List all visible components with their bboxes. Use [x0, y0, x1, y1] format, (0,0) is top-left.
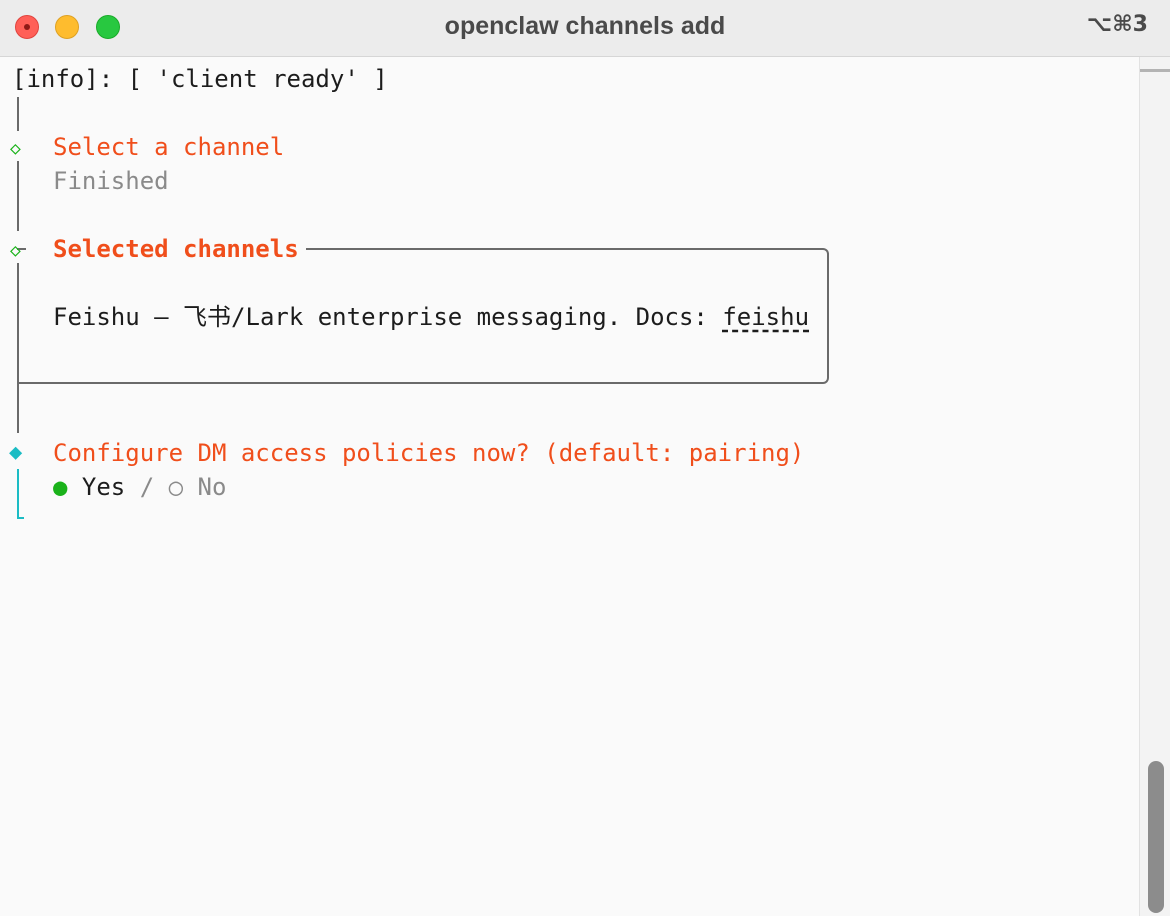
- channel-entry: Feishu — 飞书/Lark enterprise messaging. D…: [53, 300, 809, 334]
- scrollbar-thumb[interactable]: [1148, 761, 1164, 913]
- step-connector: [17, 161, 19, 231]
- vertical-scrollbar[interactable]: [1139, 57, 1170, 916]
- step-connector: [17, 263, 19, 433]
- scroll-indicator: [1140, 69, 1170, 72]
- step-connector: [17, 97, 19, 131]
- close-button[interactable]: [15, 15, 39, 39]
- step3-question: Configure DM access policies now? (defau…: [53, 439, 805, 467]
- minimize-button[interactable]: [55, 15, 79, 39]
- terminal-output[interactable]: [info]: [ 'client ready' ] ◇ Select a ch…: [0, 57, 1140, 916]
- title-bar: openclaw channels add ⌥⌘3: [0, 0, 1170, 57]
- option-no[interactable]: No: [197, 473, 227, 501]
- maximize-button[interactable]: [96, 15, 120, 39]
- active-step-end: [17, 517, 24, 519]
- active-step-connector: [17, 469, 19, 519]
- option-separator: /: [139, 473, 155, 501]
- radio-unselected-icon[interactable]: ○: [168, 473, 184, 501]
- step2-title: Selected channels: [53, 235, 299, 263]
- selected-channels-box: [17, 248, 829, 384]
- window-title: openclaw channels add: [444, 12, 726, 40]
- option-yes[interactable]: Yes: [81, 473, 126, 501]
- channel-entry-text: Feishu — 飞书/Lark enterprise messaging. D…: [53, 303, 723, 331]
- docs-link[interactable]: feishu: [722, 303, 810, 331]
- active-diamond-icon: ◆: [9, 440, 23, 465]
- radio-selected-icon[interactable]: ●: [53, 473, 68, 501]
- step1-status: Finished: [53, 167, 169, 195]
- info-line: [info]: [ 'client ready' ]: [12, 65, 388, 93]
- window-shortcut: ⌥⌘3: [1086, 12, 1148, 37]
- done-diamond-icon: ◇: [10, 240, 21, 261]
- done-diamond-icon: ◇: [10, 138, 21, 159]
- step1-title: Select a channel: [53, 133, 285, 161]
- yes-no-options: ● Yes / ○ No: [53, 470, 226, 504]
